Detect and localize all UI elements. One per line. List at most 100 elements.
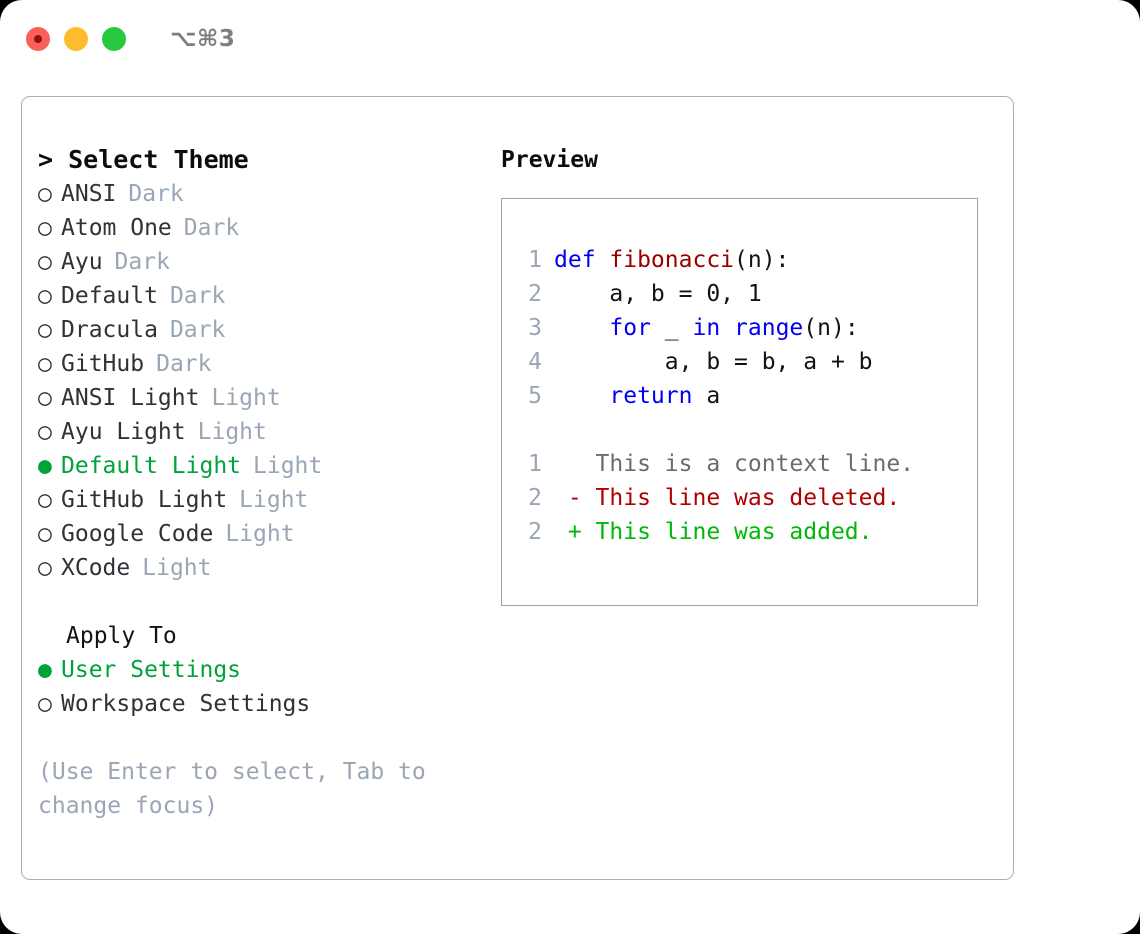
theme-option-tag: Dark [169,317,226,343]
theme-option-label: GitHub [61,351,145,377]
code-token-kw: for [609,315,651,341]
radio-unselected-icon: ○ [38,215,52,241]
code-line-number: 5 [528,383,542,409]
theme-option-label: GitHub Light [61,487,228,513]
theme-option-dracula[interactable]: ○ Dracula Dark [38,313,498,347]
diff-line: 1 This is a context line. [502,447,977,481]
code-line-number: 2 [528,281,542,307]
code-line-text: for _ in range(n): [554,311,859,345]
theme-option-tag: Light [225,521,295,547]
theme-option-tag: Light [211,385,281,411]
radio-unselected-icon: ○ [38,181,52,207]
theme-option-ayu-light[interactable]: ○ Ayu Light Light [38,415,498,449]
radio-unselected-icon: ○ [38,249,52,275]
theme-option-label: ANSI Light [61,385,200,411]
theme-option-google-code[interactable]: ○ Google Code Light [38,517,498,551]
close-window-button[interactable] [26,27,50,51]
theme-option-tag: Light [239,487,309,513]
code-token-fn: fibonacci [609,247,735,273]
code-diff-spacer [502,413,977,447]
theme-option-default-light[interactable]: ● Default Light Light [38,449,498,483]
radio-unselected-icon: ○ [38,419,52,445]
theme-option-github[interactable]: ○ GitHub Dark [38,347,498,381]
code-token-plain: a, b = 0, 1 [554,281,762,307]
traffic-light-group [26,27,126,51]
diff-line-number: 2 [528,519,542,545]
code-token-plain: a [692,383,721,409]
theme-option-tag: Dark [169,283,226,309]
code-line-number: 3 [528,315,542,341]
apply-to-option-user-settings[interactable]: ●User Settings [38,653,498,687]
keyboard-hint-text: (Use Enter to select, Tab to change focu… [38,759,440,819]
code-token-kw: return [609,383,693,409]
theme-option-label: Default Light [61,453,242,479]
code-token-plain [554,315,609,341]
diff-line-text: + This line was added. [554,519,873,545]
theme-option-atom-one[interactable]: ○ Atom One Dark [38,211,498,245]
code-token-plain [554,383,609,409]
window-titlebar: ⌥⌘3 [0,0,1140,78]
theme-option-tag: Dark [183,215,240,241]
theme-option-label: Default [61,283,158,309]
code-line-text: a, b = b, a + b [554,345,873,379]
radio-unselected-icon: ○ [38,351,52,377]
code-token-plain: (n): [734,247,790,273]
radio-selected-icon: ● [38,453,52,479]
code-line: 2 a, b = 0, 1 [502,277,977,311]
theme-option-default[interactable]: ○ Default Dark [38,279,498,313]
radio-selected-icon: ● [38,657,52,683]
theme-option-tag: Light [197,419,267,445]
code-token-plain: a, b = b, a + b [554,349,873,375]
apply-to-option-list: ●User Settings○Workspace Settings [38,653,498,721]
code-line: 5 return a [502,379,977,413]
diff-line-number: 2 [528,485,542,511]
diff-line-number: 1 [528,451,542,477]
diff-line: 2 + This line was added. [502,515,977,549]
theme-option-label: Dracula [61,317,158,343]
zoom-window-button[interactable] [102,27,126,51]
keyboard-shortcut-label: ⌥⌘3 [170,26,236,52]
theme-option-tag: Dark [156,351,212,377]
apply-to-heading: Apply To [66,623,177,649]
theme-option-label: XCode [61,555,131,581]
code-token-plain [720,315,734,341]
apply-to-option-workspace-settings[interactable]: ○Workspace Settings [38,687,498,721]
radio-unselected-icon: ○ [38,317,52,343]
radio-unselected-icon: ○ [38,283,52,309]
code-line-number: 4 [528,349,542,375]
page-title: > Select Theme [38,145,249,174]
diff-sample: 1 This is a context line.2 - This line w… [502,447,977,549]
theme-option-label: Ayu Light [61,419,186,445]
code-line-text: def fibonacci(n): [554,243,789,277]
code-token-kw: range [734,315,804,341]
code-line-text: return a [554,379,720,413]
code-token-plain: _ [650,315,693,341]
preview-title: Preview [501,147,598,173]
theme-option-label: Google Code [61,521,214,547]
radio-unselected-icon: ○ [38,555,52,581]
minimize-window-button[interactable] [64,27,88,51]
code-line: 3 for _ in range(n): [502,311,977,345]
section-spacer [38,585,498,619]
code-token-plain: (n): [803,315,859,341]
code-line: 4 a, b = b, a + b [502,345,977,379]
radio-unselected-icon: ○ [38,521,52,547]
theme-option-label: ANSI [61,181,117,207]
theme-option-tag: Light [253,453,323,479]
code-line-text: a, b = 0, 1 [554,277,762,311]
theme-option-ansi-light[interactable]: ○ ANSI Light Light [38,381,498,415]
radio-unselected-icon: ○ [38,385,52,411]
theme-option-label: Atom One [61,215,172,241]
